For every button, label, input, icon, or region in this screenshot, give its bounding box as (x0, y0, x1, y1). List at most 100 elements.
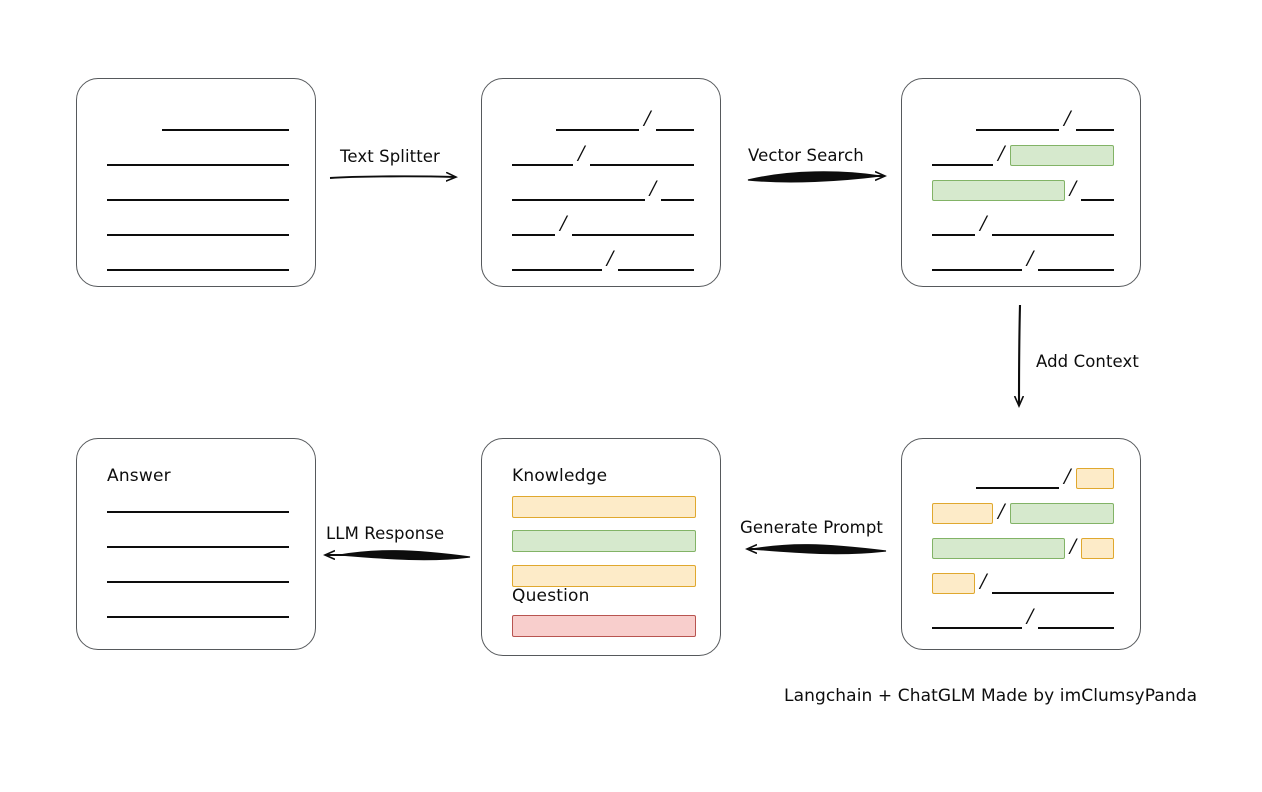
text-line-segment (932, 214, 976, 236)
document-row: / (932, 176, 1114, 201)
segment-separator-slash: / (1069, 176, 1077, 199)
knowledge-label: Knowledge (512, 466, 608, 486)
text-line-segment (512, 144, 574, 166)
document-row: / (932, 108, 1114, 131)
document-row: / (512, 213, 694, 236)
document-row: / (932, 213, 1114, 236)
document-row (107, 214, 289, 236)
text-line-segment (932, 144, 994, 166)
document-row (107, 179, 289, 201)
highlight-chip-yellow[interactable] (932, 502, 994, 524)
document-row: / (932, 534, 1114, 559)
segment-separator-slash: / (998, 499, 1005, 522)
text-line (512, 234, 556, 236)
text-line-segment (512, 249, 602, 271)
text-line (589, 164, 694, 166)
segment-separator-slash: / (578, 141, 585, 164)
document-row: / (932, 141, 1114, 166)
split-document-rows: ///// (512, 79, 694, 286)
text-line-segment (1038, 249, 1114, 271)
document-row (107, 144, 289, 166)
text-line (1081, 199, 1114, 201)
knowledge-bar-3[interactable] (512, 565, 696, 587)
highlight-chip-yellow[interactable] (1081, 537, 1114, 559)
text-line-segment (661, 179, 694, 201)
card-source-document[interactable] (76, 78, 316, 287)
card-answer[interactable]: Answer (76, 438, 316, 650)
document-row: / (512, 141, 694, 166)
text-line (107, 269, 289, 271)
document-row: / (512, 178, 694, 201)
document-row (107, 596, 289, 618)
text-line-segment (107, 596, 289, 618)
segment-separator-slash: / (1027, 246, 1034, 269)
card-split-document[interactable]: ///// (481, 78, 721, 287)
card-context-document[interactable]: / / / / / (901, 438, 1141, 650)
text-line-segment (107, 561, 289, 583)
text-line (655, 129, 694, 131)
document-row: / (512, 106, 694, 131)
arrow-label-generate-prompt: Generate Prompt (740, 518, 883, 537)
arrow-text-splitter (329, 176, 455, 178)
text-line (932, 269, 1022, 271)
answer-label: Answer (107, 466, 171, 486)
text-line-segment (512, 179, 645, 201)
text-line (107, 546, 289, 548)
arrow-llm-response (326, 551, 471, 561)
highlight-chip-yellow[interactable] (1075, 467, 1114, 489)
document-row (107, 249, 289, 271)
arrow-add-context (1019, 304, 1020, 405)
text-line-segment (107, 179, 289, 201)
text-line-segment (1081, 179, 1114, 201)
knowledge-bar-2[interactable] (512, 530, 696, 552)
text-line (161, 129, 289, 131)
text-line-segment (1075, 109, 1114, 131)
text-line-segment (991, 214, 1114, 236)
card-matched-document[interactable]: / / / / / (901, 78, 1141, 287)
text-line-segment (161, 109, 289, 131)
footer-credit: Langchain + ChatGLM Made by imClumsyPand… (784, 686, 1198, 706)
question-bar-1[interactable] (512, 615, 696, 637)
text-line (932, 627, 1022, 629)
document-row (107, 491, 289, 513)
segment-separator-slash: / (1069, 534, 1077, 557)
arrow-label-add-context: Add Context (1036, 352, 1139, 371)
document-row (107, 526, 289, 548)
answer-rows (107, 491, 289, 631)
highlight-chip-green[interactable] (932, 179, 1065, 201)
text-line-segment (571, 214, 694, 236)
knowledge-bar-1[interactable] (512, 496, 696, 518)
text-line (571, 234, 694, 236)
text-line (991, 234, 1114, 236)
text-line-segment (932, 607, 1022, 629)
arrow-label-vector-search: Vector Search (748, 146, 864, 165)
text-line-segment (107, 491, 289, 513)
highlight-chip-green[interactable] (932, 537, 1065, 559)
segment-separator-slash: / (998, 141, 1005, 164)
text-line (555, 129, 640, 131)
text-line (932, 164, 994, 166)
text-line (512, 199, 645, 201)
document-row (107, 561, 289, 583)
text-line (107, 511, 289, 513)
segment-separator-slash: / (1064, 464, 1071, 487)
document-row (107, 109, 289, 131)
document-row: / (932, 606, 1114, 629)
text-line (107, 581, 289, 583)
document-row: / (932, 571, 1114, 594)
text-line (107, 616, 289, 618)
text-line (107, 199, 289, 201)
highlight-chip-green[interactable] (1009, 502, 1114, 524)
source-document-rows (107, 79, 289, 286)
highlight-chip-yellow[interactable] (932, 572, 976, 594)
highlight-chip-green[interactable] (1009, 144, 1114, 166)
text-line (991, 592, 1114, 594)
segment-separator-slash: / (644, 106, 651, 129)
text-line-segment (1038, 607, 1114, 629)
document-row: / (932, 499, 1114, 524)
card-prompt[interactable]: Knowledge Question (481, 438, 721, 656)
text-line-segment (975, 467, 1060, 489)
text-line-segment (975, 109, 1060, 131)
arrow-generate-prompt (748, 545, 887, 555)
